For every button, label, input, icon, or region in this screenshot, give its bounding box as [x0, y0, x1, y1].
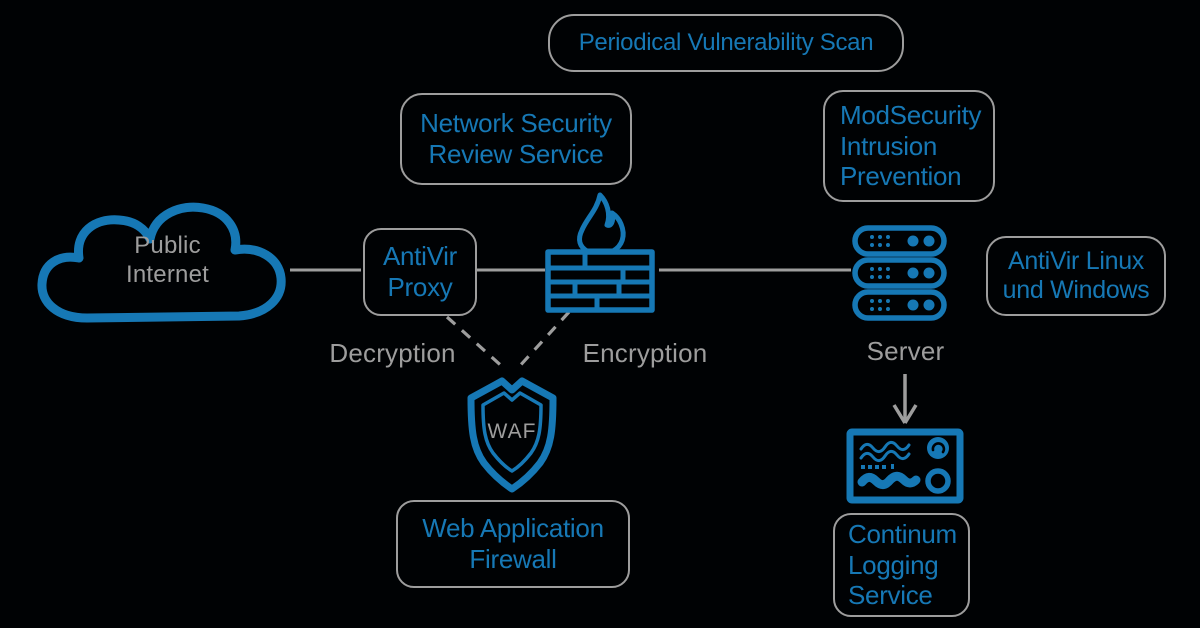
node-label-line: AntiVir [382, 241, 457, 272]
public-internet-cloud-icon [37, 202, 286, 323]
node-label-line: Prevention [840, 161, 962, 192]
waf-shield-icon: WAF [467, 377, 557, 493]
label-server: Server [866, 336, 945, 366]
node-label-line: Logging [848, 549, 939, 580]
label-line: Internet [126, 260, 209, 288]
node-label-line: AntiVir Linux [1008, 246, 1144, 275]
node-periodical-vulnerability-scan: Periodical Vulnerability Scan [548, 14, 904, 72]
node-network-security-review-service: Network Security Review Service [400, 93, 632, 185]
node-label-line: Continum [848, 518, 957, 549]
node-antivir-linux-und-windows: AntiVir Linux und Windows [986, 236, 1166, 316]
label-encryption: Encryption [582, 338, 708, 368]
dashed-connector-right [515, 310, 571, 371]
node-label-line: Periodical Vulnerability Scan [578, 28, 874, 56]
node-antivir-proxy: AntiVir Proxy [363, 228, 477, 316]
waf-shield-label: WAF [488, 420, 537, 443]
dashed-connector-left [445, 315, 507, 371]
label-decryption: Decryption [329, 338, 456, 368]
node-label-line: Firewall [469, 544, 557, 574]
node-label-line: Intrusion [840, 130, 938, 161]
label-public-internet: Public Internet [100, 232, 235, 290]
node-label-line: Proxy [387, 272, 453, 302]
node-label-line: ModSecurity [840, 99, 982, 130]
node-modsecurity-intrusion-prevention: ModSecurity Intrusion Prevention [823, 90, 995, 202]
node-label-line: und Windows [1002, 276, 1150, 304]
node-label-line: Web Application [422, 513, 604, 544]
node-continum-logging-service: Continum Logging Service [833, 513, 970, 617]
down-arrow-icon [892, 374, 918, 424]
node-label-line: Review Service [428, 139, 604, 169]
firewall-icon [545, 192, 655, 313]
node-label-line: Service [848, 580, 933, 611]
node-web-application-firewall: Web Application Firewall [396, 500, 630, 588]
node-label-line: Network Security [420, 108, 612, 139]
log-monitor-icon [846, 428, 964, 504]
label-line: Public [134, 232, 201, 259]
server-stack-icon [852, 225, 947, 321]
